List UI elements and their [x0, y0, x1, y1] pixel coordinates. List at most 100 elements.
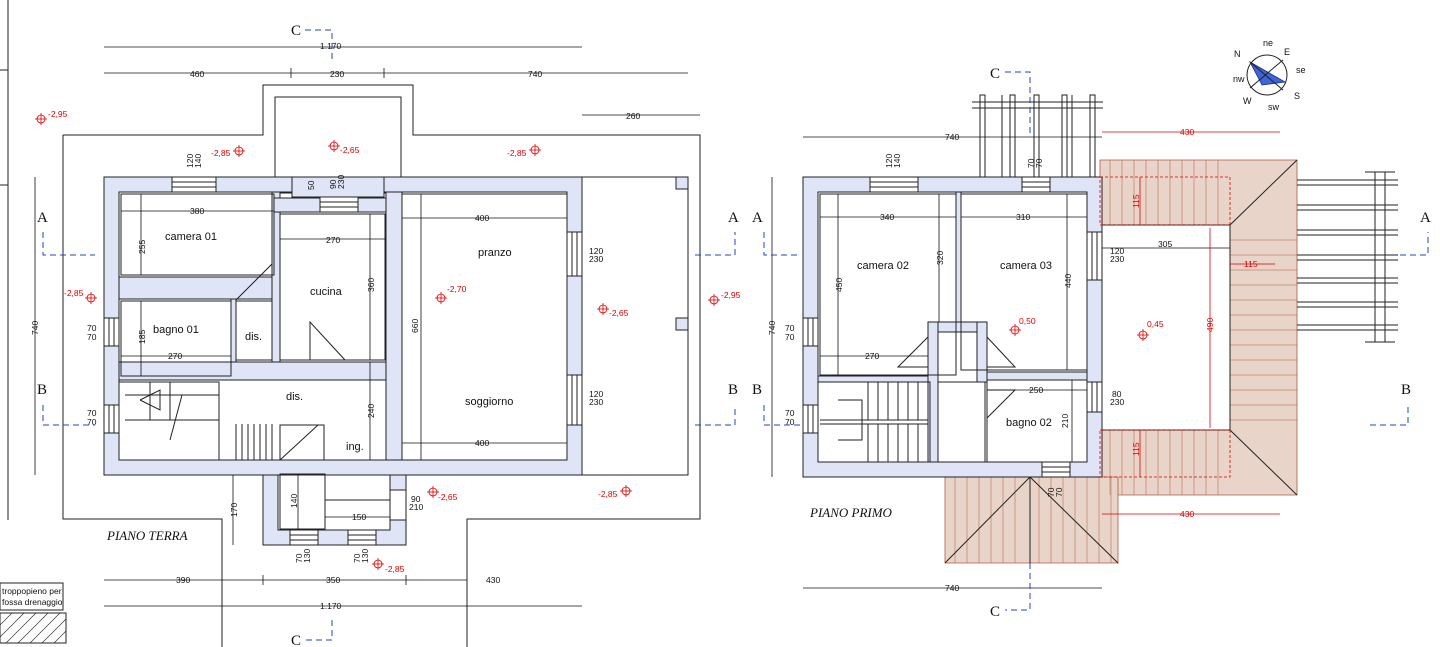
section-a-label: A: [752, 210, 763, 226]
level-g4: -2,85: [507, 148, 527, 158]
legend-box: troppopieno per fossa drenaggio: [0, 582, 67, 644]
win-first-bottom-a: 70: [1046, 487, 1056, 497]
level-g3: -2,65: [340, 145, 360, 155]
compass-se: se: [1296, 65, 1306, 75]
section-c-label: C: [291, 633, 301, 647]
dim-terrace-115c: 115: [1244, 259, 1258, 269]
dim-top-b: 230: [330, 69, 344, 79]
dim-camera02-h: 450: [834, 278, 844, 292]
section-lines: A B A B A B A B C C C C: [37, 23, 1431, 647]
dim-first-bottom-740: 740: [945, 583, 959, 593]
dim-pranzo-w: 400: [475, 213, 489, 223]
room-dis2: dis.: [286, 391, 303, 403]
dim-bagno02-w: 250: [1029, 385, 1043, 395]
section-c-label: C: [990, 66, 1000, 82]
win-bottom1-b: 130: [302, 549, 312, 563]
dim-top-total: 1.170: [320, 41, 342, 51]
win-right2-a: 120: [589, 389, 603, 399]
dim-porch-h: 140: [289, 494, 299, 508]
dim-bagno01-h: 185: [137, 330, 147, 344]
dim-left-170: 170: [229, 503, 239, 517]
dim-right-260: 260: [626, 111, 640, 121]
win-first-top1-a: 120: [884, 154, 894, 168]
win-first-left2-a: 70: [785, 408, 795, 418]
dim-first-top-740: 740: [945, 132, 959, 142]
section-b-label: B: [37, 382, 47, 398]
level-g7: -2,65: [609, 308, 629, 318]
door-a: 90: [411, 494, 421, 504]
dim-camera02-in: 320: [935, 251, 945, 265]
dim-terrace-h: 490: [1205, 318, 1215, 332]
room-camera03: camera 03: [1000, 260, 1052, 272]
dim-porch-w: 150: [352, 512, 366, 522]
first-dimension-labels: 740 740 740 430 430 340 450 320 310 440 …: [767, 127, 1258, 593]
dim-bagno01-w: 270: [168, 351, 182, 361]
room-camera02: camera 02: [857, 260, 909, 272]
dim-first-left-740: 740: [767, 321, 777, 335]
room-ing: ing.: [346, 441, 364, 453]
dim-camera02-w: 340: [880, 212, 894, 222]
win-bottom2-a: 70: [352, 553, 362, 563]
level-g5: -2,85: [64, 288, 84, 298]
dim-bagno02-h: 210: [1060, 414, 1070, 428]
dim-bottom-a: 390: [176, 575, 190, 585]
level-g8: -2,95: [721, 290, 741, 300]
win-first-top2-b: 70: [1034, 158, 1044, 168]
section-b-label: B: [1401, 382, 1411, 398]
win-first-right2-a: 80: [1112, 389, 1122, 399]
win-top-b1: 90: [328, 179, 338, 189]
section-b-label: B: [728, 382, 738, 398]
win-bottom1-a: 70: [294, 553, 304, 563]
room-pranzo: pranzo: [478, 247, 512, 259]
dim-50: 50: [306, 180, 316, 190]
legend-line2: fossa drenaggio: [2, 597, 63, 607]
win-left1-a: 70: [87, 323, 97, 333]
win-bottom2-b: 130: [360, 549, 370, 563]
first-room-labels: camera 02 camera 03 bagno 02 PIANO PRIMO: [809, 260, 1052, 520]
dim-bottom-b: 350: [326, 575, 340, 585]
level-g10: -2,85: [598, 489, 618, 499]
win-left2-a: 70: [87, 408, 97, 418]
dim-terrace-115b: 115: [1131, 442, 1141, 456]
room-cucina: cucina: [310, 286, 343, 298]
win-first-top1-b: 140: [892, 154, 902, 168]
compass-ne: ne: [1263, 38, 1273, 48]
dim-living-h: 660: [410, 319, 420, 333]
dim-soggiorno-w: 400: [475, 438, 489, 448]
room-dis1: dis.: [245, 331, 262, 343]
win-top-a1: 120: [185, 154, 195, 168]
compass-n: N: [1234, 49, 1241, 59]
dim-cucina-h: 360: [366, 278, 376, 292]
dim-top-a: 460: [190, 69, 204, 79]
section-c-label: C: [990, 604, 1000, 620]
dim-camera03-h: 440: [1063, 274, 1073, 288]
level-markers: -2,95 -2,85 -2,65 -2,85 -2,85 -2,70 -2,6…: [35, 109, 1164, 574]
win-first-right1-a: 120: [1110, 246, 1124, 256]
section-c-label: C: [291, 23, 301, 39]
section-b-label: B: [752, 382, 762, 398]
win-right1-a: 120: [589, 246, 603, 256]
dim-first-bottom-430: 430: [1180, 509, 1194, 519]
room-camera01: camera 01: [165, 231, 217, 243]
door-b: 210: [409, 502, 423, 512]
compass-s: S: [1294, 91, 1300, 101]
section-a-label: A: [1420, 210, 1431, 226]
dim-camera01-w: 380: [190, 206, 204, 216]
win-right2-b: 230: [589, 397, 603, 407]
level-g1: -2,95: [48, 109, 68, 119]
level-g2: -2,85: [211, 148, 231, 158]
dim-first-right-430: 430: [1180, 127, 1194, 137]
win-top-a2: 140: [193, 154, 203, 168]
win-first-left1-b: 70: [785, 332, 795, 342]
section-a-label: A: [37, 210, 48, 226]
compass-e: E: [1284, 47, 1290, 57]
ground-room-labels: camera 01 bagno 01 dis. cucina pranzo di…: [106, 231, 513, 543]
win-left2-b: 70: [87, 417, 97, 427]
win-first-left1-a: 70: [785, 323, 795, 333]
room-bagno01: bagno 01: [153, 324, 199, 336]
dim-terrace-115a: 115: [1131, 194, 1141, 208]
dim-camera03-w: 310: [1016, 212, 1030, 222]
dim-top-c: 740: [528, 69, 542, 79]
win-first-left2-b: 70: [785, 417, 795, 427]
